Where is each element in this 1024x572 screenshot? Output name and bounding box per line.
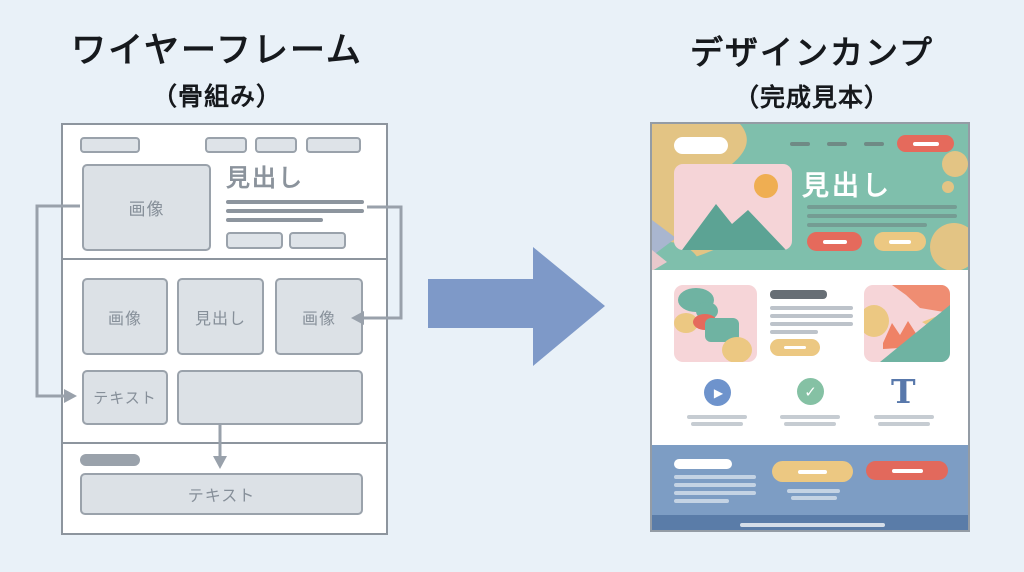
dc-footer-text-line bbox=[674, 499, 729, 503]
wf-text-line bbox=[226, 209, 364, 213]
dc-nav-item-1 bbox=[790, 142, 810, 146]
abstract-collage-right bbox=[864, 285, 950, 362]
wf-footer-text-box: テキスト bbox=[80, 473, 363, 515]
dc-nav-item-3 bbox=[864, 142, 884, 146]
feature-text-line bbox=[780, 415, 840, 419]
yellow-dot-bottom bbox=[930, 223, 968, 270]
yellow-dot-large bbox=[942, 151, 968, 177]
wf-section-divider bbox=[61, 442, 388, 444]
check-icon: ✓ bbox=[797, 378, 824, 405]
dc-footer-yellow-label-placeholder bbox=[798, 469, 827, 474]
dc-hero-primary-button bbox=[807, 232, 862, 251]
sun-icon bbox=[754, 174, 778, 198]
wf-button-placeholder-2 bbox=[289, 232, 346, 249]
feature-text-line bbox=[691, 422, 743, 426]
typography-icon: T bbox=[891, 372, 916, 411]
dc-hero-secondary-button bbox=[874, 232, 926, 251]
design-title: デザインカンプ bbox=[689, 33, 934, 72]
dc-footer-text-line bbox=[791, 496, 837, 500]
wf-grid-image1-label: 画像 bbox=[107, 308, 142, 328]
dc-footer-text-line bbox=[674, 491, 756, 495]
dc-hero-primary-label-placeholder bbox=[822, 239, 847, 244]
dc-content-heading-placeholder bbox=[770, 290, 827, 299]
design-comp-card: 見出し bbox=[650, 122, 970, 532]
dc-logo-placeholder bbox=[674, 137, 728, 154]
dc-content-image-right bbox=[864, 285, 950, 362]
wf-hero-image-box: 画像 bbox=[82, 164, 211, 251]
wf-text-line bbox=[226, 218, 323, 222]
dc-hero-image bbox=[674, 164, 792, 250]
wf-grid-empty-box bbox=[177, 370, 363, 425]
dc-hero-text-line bbox=[807, 223, 927, 227]
wireframe-title: ワイヤーフレーム bbox=[71, 31, 363, 71]
play-icon: ▶ bbox=[704, 379, 731, 406]
wf-footer-text-label: テキスト bbox=[187, 486, 256, 505]
wf-footer-label-placeholder bbox=[80, 454, 140, 466]
lavender-wedge bbox=[652, 220, 676, 256]
wf-nav-placeholder-1 bbox=[205, 137, 247, 153]
check-glyph: ✓ bbox=[804, 382, 817, 401]
wf-grid-image1-box: 画像 bbox=[82, 278, 168, 355]
dc-nav-item-2 bbox=[827, 142, 847, 146]
dc-content-image-left bbox=[674, 285, 757, 362]
abstract-collage-left bbox=[674, 288, 752, 362]
wf-grid-image2-label: 画像 bbox=[301, 308, 336, 328]
flow-arrow-icon bbox=[428, 247, 605, 366]
dc-content-text-line bbox=[770, 314, 853, 318]
wf-grid-text-label: テキスト bbox=[93, 389, 157, 407]
dc-footer-yellow-button bbox=[772, 461, 853, 482]
dc-footer-section bbox=[652, 445, 968, 515]
feature-text-line bbox=[878, 422, 930, 426]
design-subtitle: （完成見本） bbox=[733, 83, 890, 112]
design-title-block: デザインカンプ （完成見本） bbox=[652, 26, 972, 114]
wf-grid-text-box: テキスト bbox=[82, 370, 168, 425]
dc-footer-red-label-placeholder bbox=[891, 468, 923, 473]
dc-footer-text-line bbox=[674, 483, 756, 487]
dc-nav-cta-button bbox=[897, 135, 954, 152]
dc-content-button-label-placeholder bbox=[784, 345, 806, 350]
dc-nav-cta-label-placeholder bbox=[912, 141, 939, 146]
dc-footer-text-line bbox=[787, 489, 840, 493]
dc-content-text-line bbox=[770, 306, 853, 310]
wf-grid-heading-label: 見出し bbox=[194, 308, 246, 328]
pink-wedge bbox=[652, 250, 667, 270]
wf-hero-image-label: 画像 bbox=[128, 200, 165, 220]
dc-hero-secondary-label-placeholder bbox=[889, 239, 911, 244]
wireframe-subtitle: （骨組み） bbox=[151, 82, 282, 111]
play-glyph: ▶ bbox=[713, 385, 724, 400]
feature-text-line bbox=[687, 415, 747, 419]
dc-footer-text-line bbox=[674, 475, 756, 479]
wf-button-placeholder-1 bbox=[226, 232, 283, 249]
dc-bottom-bar bbox=[652, 515, 968, 530]
dc-content-text-line bbox=[770, 322, 853, 326]
dc-hero-section: 見出し bbox=[652, 124, 968, 270]
wf-hero-heading: 見出し bbox=[226, 164, 304, 192]
wf-nav-placeholder-3 bbox=[306, 137, 361, 153]
wf-grid-image2-box: 画像 bbox=[275, 278, 363, 355]
wf-grid-heading-box: 見出し bbox=[177, 278, 264, 355]
feature-text-line bbox=[874, 415, 934, 419]
dc-footer-red-button bbox=[866, 461, 948, 480]
dc-bottom-bar-line bbox=[740, 523, 885, 527]
wireframe-card: 画像 見出し 画像 見出し 画像 テキスト テキスト bbox=[61, 123, 388, 535]
mountains-icon bbox=[682, 204, 786, 250]
dc-content-button bbox=[770, 339, 820, 356]
feature-text-line bbox=[784, 422, 836, 426]
wf-nav-placeholder-2 bbox=[255, 137, 297, 153]
dc-hero-heading: 見出し bbox=[802, 171, 892, 202]
dc-footer-logo-placeholder bbox=[674, 459, 732, 469]
wf-logo-placeholder bbox=[80, 137, 140, 153]
dc-hero-text-line bbox=[807, 214, 957, 218]
wf-text-line bbox=[226, 200, 364, 204]
dc-hero-text-line bbox=[807, 205, 957, 209]
wireframe-title-block: ワイヤーフレーム （骨組み） bbox=[6, 22, 428, 113]
dc-content-text-line bbox=[770, 330, 818, 334]
yellow-dot-small bbox=[942, 181, 954, 193]
wf-section-divider bbox=[61, 258, 388, 260]
